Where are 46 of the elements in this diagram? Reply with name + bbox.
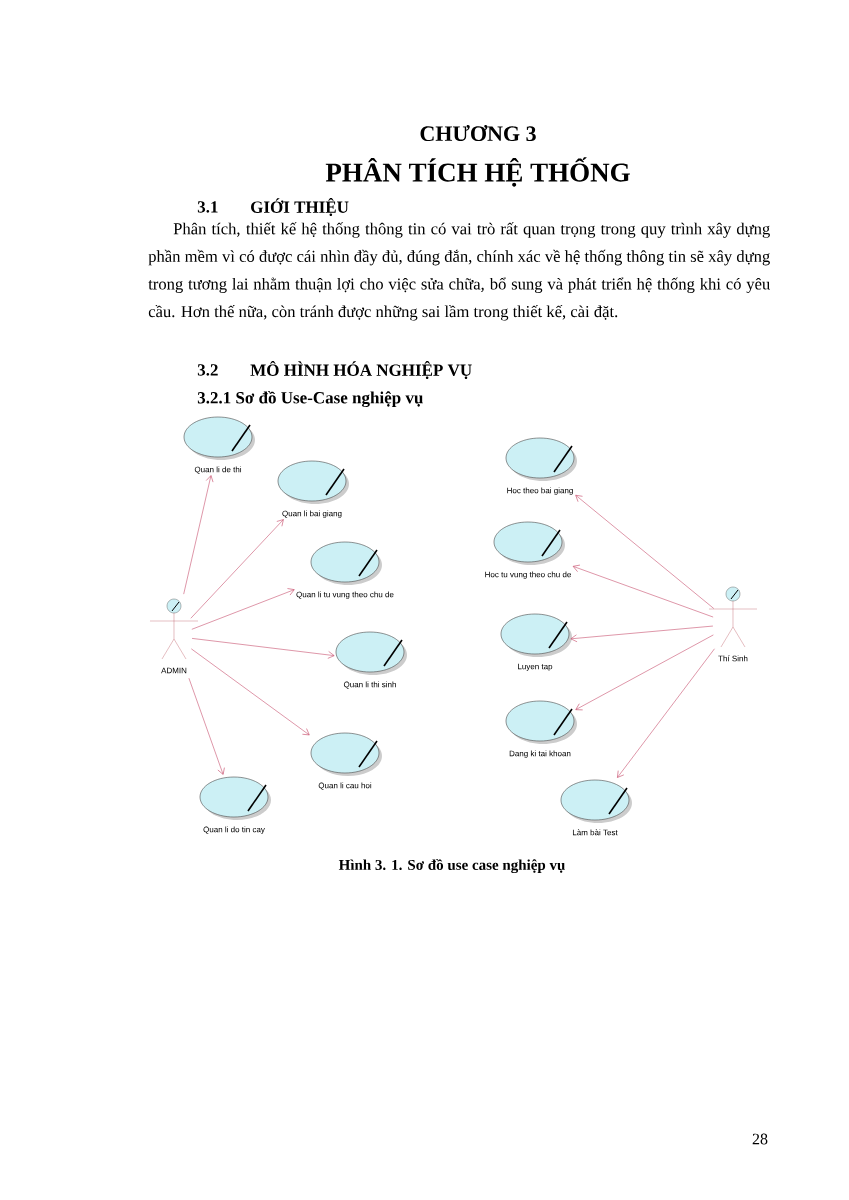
arrow: [191, 638, 335, 659]
arrow: [570, 625, 714, 643]
use-case: Quan li de thi: [183, 416, 255, 474]
node-label: Quan li thi sinh: [343, 681, 396, 689]
page-number: 28: [752, 1133, 768, 1145]
arrow: [183, 475, 214, 595]
body-paragraph: Phân tích, thiết kế hệ thống thông tin có vai trò rất quan trọng trong quy trình xây dựng phần mềm vì có được cái nhìn đầy đủ, đúng đắn, chính xác về hệ thống thông tin sẽ xây dựng trong tương lai nhằm thuận lợi cho việc sửa chữa, bổ sung và phát triển hệ thống khi có yêu cầu. Hơn thế nữa, còn tránh được những sai lầm trong thiết kế, cài đặt.: [148, 222, 770, 321]
section-heading: GIỚI THIỆU: [251, 197, 349, 217]
actor: ADMIN: [149, 598, 199, 674]
node-label: Quan li cau hoi: [318, 782, 372, 790]
arrow: [572, 564, 714, 618]
arrow: [191, 588, 295, 630]
arrow: [188, 677, 225, 775]
figure-caption: Hình 3. 1. Sơ đồ use case nghiệp vụ: [338, 858, 565, 874]
use-case: Quan li cau hoi: [310, 732, 382, 790]
arrow: [575, 634, 714, 711]
node-label: Thí Sinh: [718, 655, 748, 662]
arrow: [190, 519, 284, 619]
node-label: Quan li do tin cay: [203, 826, 265, 834]
section-heading: MÔ HÌNH HÓA NGHIỆP VỤ: [250, 360, 472, 380]
use-case: Dang ki tai khoan: [505, 700, 577, 758]
node-label: ADMIN: [161, 667, 187, 674]
use-case: Quan li do tin cay: [199, 776, 271, 834]
node-label: Hoc theo bai giang: [507, 487, 573, 495]
arrow: [191, 648, 310, 736]
arrow: [617, 648, 715, 778]
use-case: Quan li bai giang: [277, 460, 349, 518]
node-label: Hoc tu vung theo chu de: [485, 571, 571, 579]
use-case: Quan li thi sinh: [335, 631, 407, 689]
use-case: Quan li tu vung theo chu de: [296, 541, 394, 599]
actor: Thí Sinh: [708, 586, 758, 662]
node-label: Luyen tap: [518, 663, 553, 671]
chapter-heading: CHƯƠNG 3: [420, 124, 536, 142]
use-case: Hoc tu vung theo chu de: [485, 521, 571, 579]
use-case: Luyen tap: [500, 613, 572, 671]
node-label: Quan li bai giang: [282, 510, 342, 518]
node-label: Làm bài Test: [572, 829, 618, 836]
arrow: [575, 494, 715, 609]
chapter-title: PHÂN TÍCH HỆ THỐNG: [325, 157, 630, 187]
use-case: Làm bài Test: [560, 779, 632, 836]
node-label: Quan li tu vung theo chu de: [296, 591, 394, 599]
section-number: 3.1: [197, 201, 218, 213]
node-label: Dang ki tai khoan: [509, 750, 571, 758]
section-number: 3.2: [197, 364, 218, 376]
use-case: Hoc theo bai giang: [505, 437, 577, 495]
node-label: Quan li de thi: [194, 466, 242, 474]
